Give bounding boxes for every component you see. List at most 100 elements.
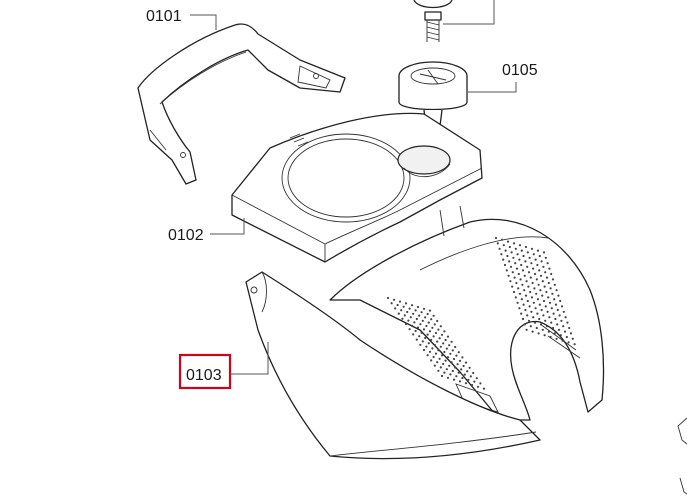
vent-hole bbox=[400, 309, 403, 312]
vent-hole bbox=[418, 314, 421, 317]
vent-hole bbox=[543, 285, 546, 288]
vent-hole bbox=[408, 328, 411, 331]
vent-hole bbox=[523, 274, 526, 277]
vent-hole bbox=[424, 336, 427, 340]
vent-holes-right bbox=[494, 236, 576, 346]
vent-hole bbox=[548, 301, 552, 304]
vent-hole bbox=[529, 325, 532, 328]
vent-hole bbox=[531, 281, 534, 285]
callout-0102[interactable]: 0102 bbox=[168, 218, 245, 244]
vent-hole bbox=[445, 368, 448, 371]
vent-hole bbox=[523, 289, 526, 292]
vent-hole bbox=[444, 359, 447, 362]
vent-hole bbox=[386, 296, 390, 300]
vent-hole bbox=[446, 335, 450, 338]
vent-hole bbox=[519, 278, 522, 281]
vent-hole bbox=[450, 340, 453, 343]
vent-hole bbox=[543, 334, 546, 337]
vent-hole bbox=[507, 274, 510, 277]
vent-hole bbox=[440, 333, 444, 336]
handle-part[interactable] bbox=[137, 23, 346, 185]
vent-hole bbox=[452, 378, 456, 381]
vent-hole bbox=[455, 375, 458, 378]
callout-label-0105: 0105 bbox=[502, 62, 538, 79]
vent-hole bbox=[520, 298, 523, 301]
vent-hole bbox=[544, 305, 547, 308]
vent-hole bbox=[433, 323, 436, 326]
vent-hole bbox=[546, 310, 549, 313]
vent-hole bbox=[463, 373, 466, 376]
callout-0103[interactable]: 0103 bbox=[178, 342, 269, 390]
vent-hole bbox=[537, 332, 540, 335]
vent-hole bbox=[430, 338, 433, 341]
vent-hole bbox=[504, 249, 507, 252]
vent-hole bbox=[528, 256, 531, 259]
vent-hole bbox=[517, 272, 520, 276]
vent-hole bbox=[533, 321, 537, 324]
vent-hole bbox=[538, 269, 541, 272]
vent-hole bbox=[539, 289, 542, 292]
vent-hole bbox=[448, 364, 451, 367]
vent-hole bbox=[522, 254, 525, 258]
vent-hole bbox=[506, 254, 509, 258]
vent-hole bbox=[416, 305, 420, 309]
vent-hole bbox=[549, 287, 552, 290]
vent-hole bbox=[554, 303, 558, 306]
vent-hole bbox=[532, 267, 535, 270]
vent-hole bbox=[455, 354, 458, 357]
vent-hole bbox=[421, 319, 424, 322]
body-shell-part[interactable] bbox=[329, 205, 605, 421]
vent-hole bbox=[512, 256, 515, 259]
vent-hole bbox=[518, 244, 522, 247]
vent-hole bbox=[542, 265, 545, 268]
vent-hole bbox=[431, 347, 434, 350]
vent-hole bbox=[475, 377, 478, 380]
vent-hole bbox=[468, 366, 471, 369]
vent-hole bbox=[566, 321, 569, 324]
vent-hole bbox=[540, 260, 543, 263]
vent-hole bbox=[414, 329, 417, 333]
vent-hole bbox=[534, 258, 537, 261]
callout-0105[interactable]: 0105 bbox=[443, 0, 538, 93]
vent-hole bbox=[439, 325, 442, 328]
vent-hole bbox=[392, 298, 396, 301]
vent-hole bbox=[443, 371, 446, 374]
vent-hole bbox=[439, 345, 442, 348]
vent-hole bbox=[550, 272, 553, 276]
callout-0101[interactable]: 0101 bbox=[146, 8, 217, 30]
vent-hole bbox=[557, 294, 560, 297]
vent-hole bbox=[524, 245, 528, 249]
vent-hole bbox=[538, 317, 541, 321]
top-cover-part[interactable] bbox=[231, 112, 483, 263]
vent-hole bbox=[535, 278, 538, 281]
spring-part[interactable] bbox=[413, 0, 453, 42]
vent-hole bbox=[413, 321, 416, 324]
vent-hole bbox=[510, 251, 513, 254]
vent-hole bbox=[515, 281, 518, 285]
vent-hole bbox=[515, 267, 519, 270]
vent-hole bbox=[520, 263, 523, 267]
vent-hole bbox=[410, 324, 414, 327]
vent-hole bbox=[451, 369, 454, 373]
vent-hole bbox=[545, 325, 549, 328]
vent-hole bbox=[437, 328, 440, 331]
vent-hole bbox=[553, 283, 556, 286]
vent-hole bbox=[548, 316, 551, 319]
vent-hole bbox=[557, 328, 561, 331]
vent-hole bbox=[563, 330, 567, 333]
vent-hole bbox=[553, 298, 556, 301]
vent-hole bbox=[469, 375, 472, 378]
front-housing-part[interactable] bbox=[245, 271, 541, 460]
vent-hole bbox=[536, 298, 540, 301]
vent-hole bbox=[537, 283, 540, 286]
vent-hole bbox=[541, 328, 544, 331]
vent-hole bbox=[521, 283, 524, 286]
vent-hole bbox=[560, 319, 563, 322]
vent-hole bbox=[428, 309, 432, 312]
vent-hole bbox=[432, 355, 435, 359]
vent-hole bbox=[532, 316, 535, 319]
vent-hole bbox=[418, 335, 421, 338]
vent-hole bbox=[569, 332, 573, 335]
vent-hole bbox=[496, 242, 499, 245]
vent-hole bbox=[538, 254, 541, 258]
